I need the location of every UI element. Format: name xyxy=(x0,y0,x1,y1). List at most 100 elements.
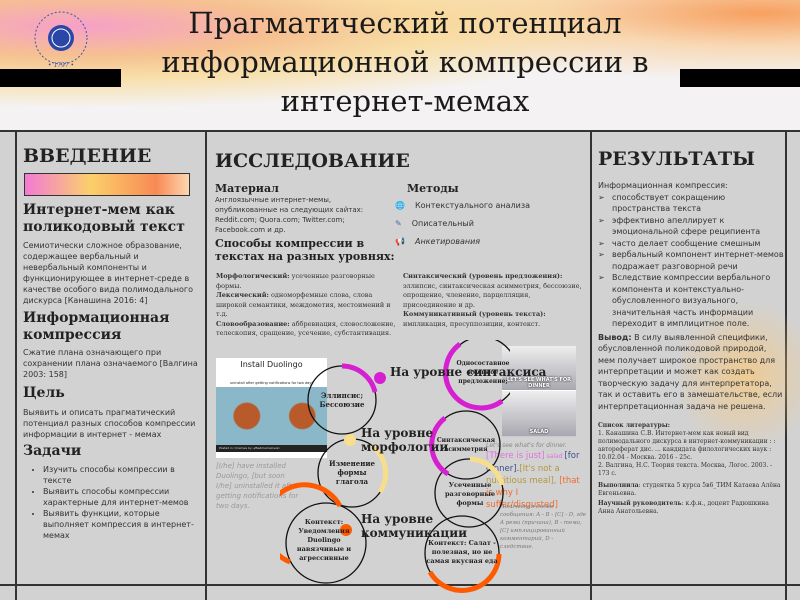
list-item: часто делает сообщение смешным xyxy=(598,238,784,250)
meme-title: Install Duolingo xyxy=(240,360,303,369)
method-label: Описательный xyxy=(411,219,474,228)
goal-heading: Цель xyxy=(23,385,65,401)
circle-label: Контекст: Салат - полезная, но не самая … xyxy=(426,539,498,565)
level-morph: На уровне морфологии xyxy=(361,426,449,454)
arc-context-duolingo xyxy=(280,482,343,565)
analysis-d: [that is why I suffer/disgusted] xyxy=(486,476,580,510)
level-text: аббревиация, словосложение, телескопия, … xyxy=(216,319,396,338)
advisor-label: Научный руководитель xyxy=(598,500,682,507)
analysis-b: [for dinner]. xyxy=(486,451,580,474)
arc-short-forms xyxy=(469,456,505,486)
ref-item: 1. Канашина С.В. Интернет-мем как новый … xyxy=(598,430,776,461)
level-name: Морфологический: xyxy=(216,272,290,280)
author-text: : студентка 5 курса 5в6_ТИМ Катаева Алён… xyxy=(598,482,781,497)
list-item: Выявить способы компрессии характерные д… xyxy=(43,486,201,508)
logic-schema: Логическая схема сообщения: A - B - [C] … xyxy=(500,504,587,550)
divider xyxy=(590,130,592,600)
duolingo-meme-image: Install Duolingo uninstall after getting… xyxy=(216,358,327,458)
circle-label: Усеченные разговорные формы xyxy=(444,480,496,507)
arc-one-member xyxy=(443,341,504,411)
circle-label: Эллипсис; Бессоюзие xyxy=(319,391,365,409)
intro-column: ВВЕДЕНИЕ Интернет-мем как поликодовый те… xyxy=(23,145,201,541)
compression-text: Сжатие плана означающего при сохранении … xyxy=(23,348,198,379)
levels-left: Морфологический: усеченные разговорные ф… xyxy=(216,272,396,339)
analysis-c: [It's not a nutritious meal], xyxy=(486,464,560,486)
analysis-line: Let's see what's for dinner. xyxy=(486,442,567,449)
list-item: Изучить способы компрессии в тексте xyxy=(43,464,201,486)
methods-heading: Методы xyxy=(407,182,459,195)
circle-label: Односоставное именное предложение; xyxy=(456,360,510,385)
divider xyxy=(205,130,207,600)
level-name: Лексический: xyxy=(216,291,269,299)
level-name: Синтаксический (уровень предложения): xyxy=(403,272,563,280)
monkey-puppet-picture xyxy=(216,387,327,445)
level-text: усеченные разговорные формы. xyxy=(216,272,375,290)
level-text: одноморфемные слова, слова широкой семан… xyxy=(216,291,391,318)
results-column: РЕЗУЛЬТАТЫ Информационная компрессия: сп… xyxy=(598,148,784,516)
levels-right: Синтаксический (уровень предложения): эл… xyxy=(403,272,583,329)
method-label: Анкетирования xyxy=(414,237,481,246)
globe-icon: 🌐 xyxy=(395,201,405,210)
harold-meme-image: LET'S SEE WHAT'S FOR DINNER SALAD xyxy=(502,346,576,437)
arc-ellipsis xyxy=(341,363,378,393)
level-syntax: На уровне синтаксиса xyxy=(390,365,547,379)
tasks-list: Изучить способы компрессии в тексте Выяв… xyxy=(23,464,201,541)
research-heading: ИССЛЕДОВАНИЕ xyxy=(215,150,410,172)
list-item: Вследствие компрессии вербального компон… xyxy=(598,272,784,330)
method-label: Контекстуального анализа xyxy=(414,201,530,210)
method-item: ✎Описательный xyxy=(395,218,587,229)
list-item: способствует сокращению пространства тек… xyxy=(598,192,784,215)
university-logo: • 1797 • xyxy=(34,11,88,68)
meme-caption-bottom: SALAD xyxy=(529,429,549,435)
method-item: 📢 Анкетирования xyxy=(395,236,587,247)
results-list: способствует сокращению пространства тек… xyxy=(598,192,784,330)
megaphone-icon: 📢 xyxy=(395,237,405,246)
arc-asymmetry xyxy=(429,416,450,477)
meme-heading: Интернет-мем как поликодовый текст xyxy=(23,202,185,235)
circle-label: Изменение формы глагола xyxy=(329,459,375,486)
analysis-a: [There is just] xyxy=(486,451,545,461)
analysis-salad: salad xyxy=(544,453,565,460)
meme-footer: Posted in r/memes by u/Badmemelovski xyxy=(216,445,327,452)
compression-heading: Информационная компрессия xyxy=(23,310,170,343)
meme-subtitle: uninstall after getting notifications fo… xyxy=(229,381,314,385)
results-intro: Информационная компрессия: xyxy=(598,181,728,190)
page-title: Прагматический потенциал информационной … xyxy=(161,6,649,118)
divider xyxy=(0,584,800,586)
arc-context-salad xyxy=(427,553,502,593)
circle-label: Контекст: Уведомления Duolingo навязчивы… xyxy=(296,517,352,562)
method-item: 🌐 Контекстуального анализа xyxy=(395,200,587,211)
conclusion-label: Вывод: xyxy=(598,332,632,342)
svg-text:• 1797 •: • 1797 • xyxy=(48,62,74,68)
author-label: Выполнила xyxy=(598,482,639,489)
goal-text: Выявить и описать прагматический потенци… xyxy=(23,408,196,439)
ways-heading: Способы компрессии в текстах на разных у… xyxy=(215,237,395,263)
methods-block: Методы 🌐 Контекстуального анализа ✎Описат… xyxy=(395,182,587,247)
meme-caption-top: LET'S SEE WHAT'S FOR DINNER xyxy=(506,377,572,389)
advisor-text: : к.ф.н., доцент Радюшкина Анна Анатолье… xyxy=(598,500,769,515)
circle-context-duolingo xyxy=(285,502,367,584)
ref-item: 2. Валгина, Н.С. Теория текста. Москва, … xyxy=(598,462,773,477)
dot-morph xyxy=(344,434,356,446)
header-background xyxy=(0,0,800,131)
results-heading: РЕЗУЛЬТАТЫ xyxy=(598,148,755,170)
level-text: импликация, пресуппозиции, контекст. xyxy=(403,319,541,328)
circle-label: Синтаксическая асимметрия xyxy=(436,437,496,453)
meme1-caption: [I/he] have installed Duolingo, [but soo… xyxy=(216,462,299,510)
intro-heading: ВВЕДЕНИЕ xyxy=(23,145,152,167)
circle-short-forms xyxy=(434,458,504,528)
level-comm: На уровне коммуникации xyxy=(361,512,467,540)
arc-verb xyxy=(370,443,389,494)
material-heading: Материал xyxy=(215,182,279,195)
conclusion-text: В силу выявленной специфики, обусловленн… xyxy=(598,332,783,411)
dot-comm xyxy=(340,524,352,536)
material-text: Англоязычные интернет-мемы, опубликованн… xyxy=(215,196,364,234)
divider xyxy=(0,130,800,132)
list-item: Выявить функции, которые выполняет компр… xyxy=(43,508,201,541)
conclusion: Вывод: В силу выявленной специфики, обус… xyxy=(598,332,784,413)
meme-text: Семиотически сложное образование, содерж… xyxy=(23,241,194,305)
dot-syntax xyxy=(374,372,386,384)
meme2-analysis: Let's see what's for dinner. [There is j… xyxy=(486,441,588,511)
list-item: вербальный компонент интернет-мемов подр… xyxy=(598,249,784,272)
refs-heading: Список литературы: xyxy=(598,422,670,429)
